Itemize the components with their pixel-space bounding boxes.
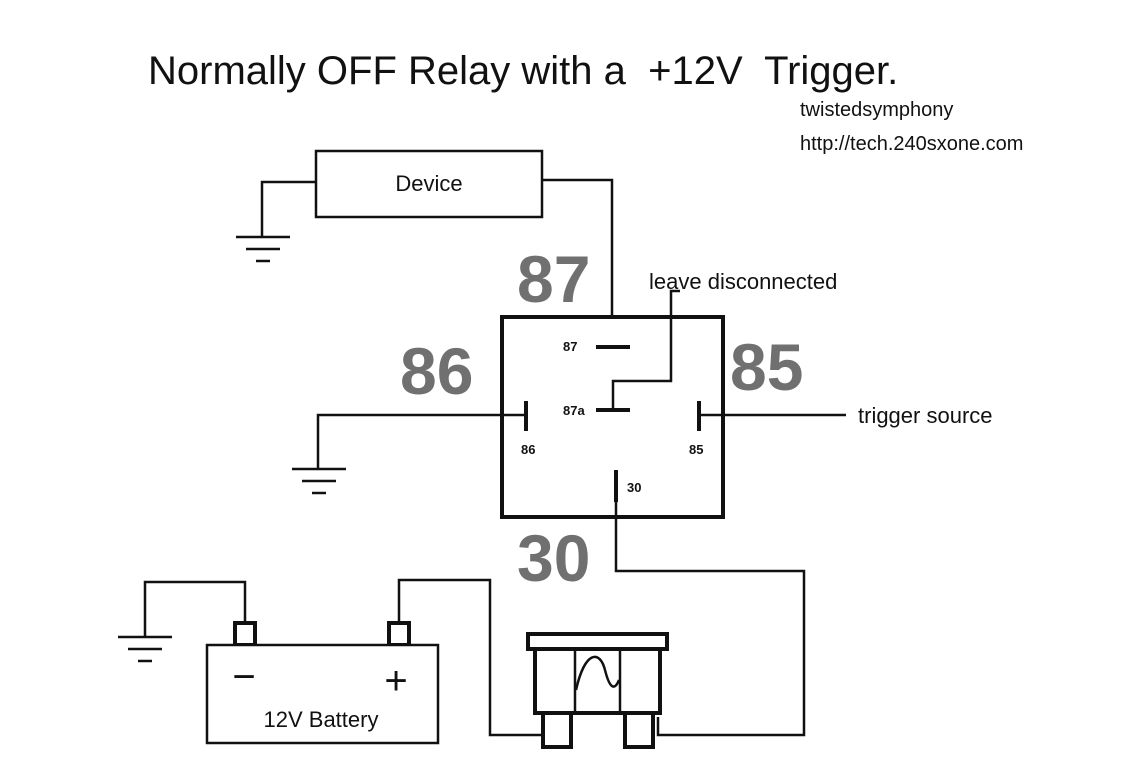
- credit-site: http://tech.240sxone.com: [800, 133, 1023, 155]
- relay-body: [500, 315, 725, 519]
- device-box: [314, 149, 544, 219]
- ground-symbol-86: [292, 467, 346, 495]
- trigger-source-label: trigger source: [858, 403, 993, 428]
- pin-label-30: 30: [627, 480, 641, 495]
- battery-minus-sign: −: [232, 655, 255, 699]
- wire-battery-plus-to-fuse: [397, 578, 543, 737]
- wire-87a-leader: [611, 289, 680, 410]
- battery: − + 12V Battery: [205, 621, 440, 745]
- pin-label-87a: 87a: [563, 403, 585, 418]
- credit-author: twistedsymphony: [800, 99, 953, 121]
- device: Device: [314, 149, 544, 219]
- pin-label-85: 85: [689, 442, 703, 457]
- ground-symbol-battery: [118, 635, 172, 663]
- wire-device-to-87: [542, 178, 614, 345]
- fuse: [526, 632, 669, 749]
- leave-disconnected-label: leave disconnected: [649, 269, 837, 294]
- battery-positive-terminal: [387, 621, 411, 647]
- wire-battery-minus-to-ground: [143, 580, 247, 636]
- battery-label: 12V Battery: [264, 707, 379, 732]
- big-label-87: 87: [517, 242, 590, 316]
- big-label-86: 86: [400, 334, 473, 408]
- device-ground-wire: [260, 180, 316, 236]
- pin-label-86: 86: [521, 442, 535, 457]
- device-label: Device: [395, 171, 462, 196]
- battery-plus-sign: +: [384, 659, 407, 703]
- diagram-title: Normally OFF Relay with a +12V Trigger.: [148, 49, 898, 93]
- big-label-30: 30: [517, 521, 590, 595]
- big-label-85: 85: [730, 330, 803, 404]
- wire-30-to-fuse: [614, 502, 806, 737]
- battery-body: [205, 643, 440, 745]
- pin-label-87: 87: [563, 339, 577, 354]
- wire-86-to-ground: [316, 413, 526, 468]
- battery-negative-terminal: [233, 621, 257, 647]
- ground-symbol-device: [236, 235, 290, 263]
